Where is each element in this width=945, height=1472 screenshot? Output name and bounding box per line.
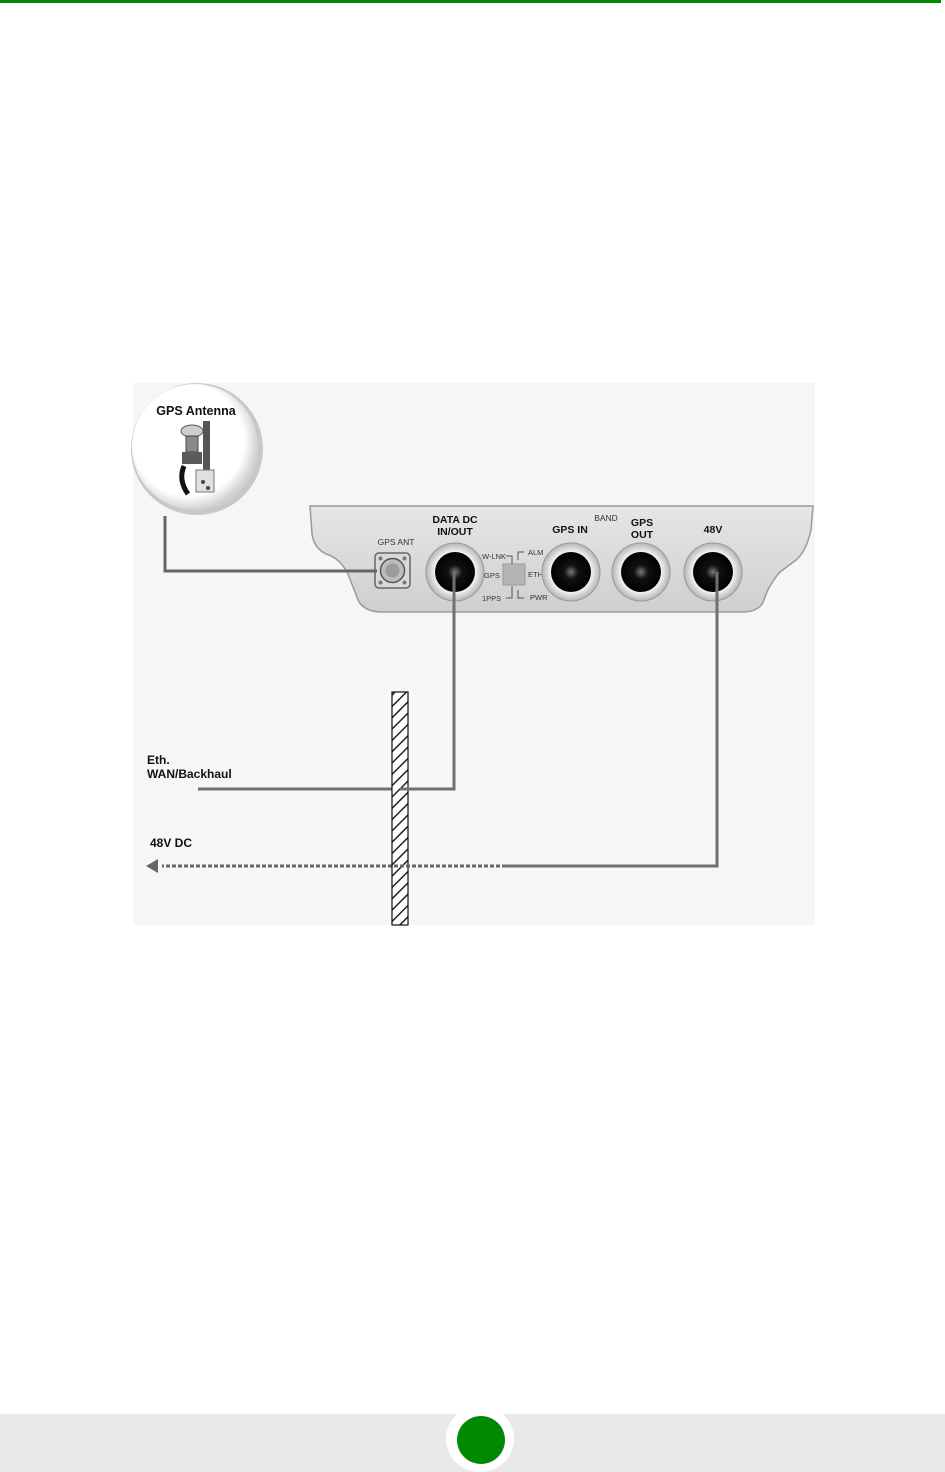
gps-antenna-label: GPS Antenna <box>156 404 236 418</box>
eth-label-line1: Eth. <box>147 753 170 767</box>
wall-hatched <box>392 692 408 925</box>
page-number-marker <box>457 1416 505 1464</box>
power-48v-label: 48V <box>704 524 723 536</box>
led-wlnk-label: W-LNK <box>482 552 506 561</box>
gps-out-label-line2: OUT <box>631 529 654 541</box>
gps-ant-port: GPS ANT <box>375 537 414 588</box>
led-alm-label: ALM <box>528 548 543 557</box>
data-dc-label-line1: DATA DC <box>432 514 478 526</box>
data-dc-label-line2: IN/OUT <box>437 526 473 538</box>
gps-in-label: GPS IN <box>552 524 588 536</box>
gps-out-label-line1: GPS <box>631 517 653 529</box>
led-1pps-label: 1PPS <box>482 594 501 603</box>
led-pwr-label: PWR <box>530 593 548 602</box>
led-eth-label: ETH <box>528 570 543 579</box>
gps-ant-label: GPS ANT <box>378 537 415 547</box>
eth-label-line2: WAN/Backhaul <box>147 767 232 781</box>
led-gps-label: GPS <box>484 571 500 580</box>
gps-antenna-bubble: GPS Antenna <box>131 383 263 515</box>
dc-label: 48V DC <box>150 836 192 850</box>
band-label: BAND <box>594 513 618 523</box>
